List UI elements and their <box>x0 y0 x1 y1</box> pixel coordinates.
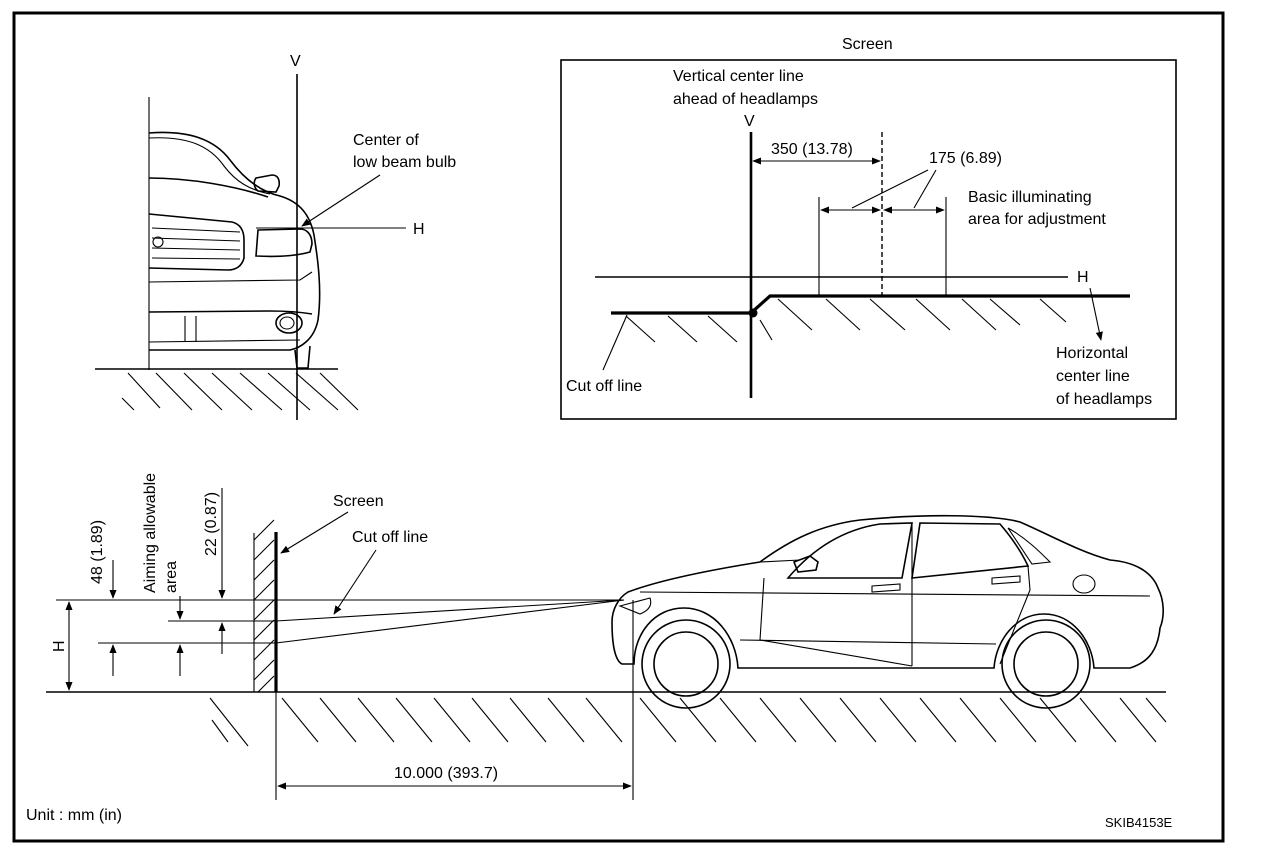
screen-cutoff-line <box>611 294 1130 315</box>
side-view: Screen Cut off line H 48 (1.89) Aiming a… <box>46 473 1167 800</box>
vcl-label-2: ahead of headlamps <box>673 91 818 108</box>
side-h-label: H <box>51 640 68 652</box>
basic-area-label-2: area for adjustment <box>968 211 1106 228</box>
bulb-label-1: Center of <box>353 132 419 149</box>
dim-175-label: 175 (6.89) <box>929 150 1002 167</box>
hcl-label-3: of headlamps <box>1056 391 1152 408</box>
bulb-label-2: low beam bulb <box>353 154 456 171</box>
side-cutoff-label: Cut off line <box>352 529 428 546</box>
side-cutoff-leader <box>333 549 377 615</box>
front-car-outline <box>148 131 321 351</box>
dim-350-label: 350 (13.78) <box>771 141 853 158</box>
screen-h-label: H <box>1077 269 1089 286</box>
hcl-label-2: center line <box>1056 368 1130 385</box>
bulb-leader <box>301 174 381 227</box>
basic-area-label-1: Basic illuminating <box>968 189 1092 206</box>
aiming-label-2: area <box>163 561 180 593</box>
outer-frame <box>12 11 1225 843</box>
front-wheel <box>641 619 731 709</box>
screen-panel: Screen Vertical center line ahead of hea… <box>560 36 1177 420</box>
dim-22-label: 22 (0.87) <box>203 492 220 556</box>
distance-label: 10.000 (393.7) <box>394 765 498 782</box>
hcl-leader <box>1089 287 1103 341</box>
vcl-label-1: Vertical center line <box>673 68 804 85</box>
aiming-label-1: Aiming allowable <box>142 473 159 593</box>
screen-v-label: V <box>744 113 755 130</box>
rear-wheel <box>1001 619 1091 709</box>
screen-cutoff-label: Cut off line <box>566 378 642 395</box>
side-car-body <box>611 514 1164 669</box>
hcl-label-1: Horizontal <box>1056 345 1128 362</box>
screen-center-point <box>748 308 758 318</box>
screen-panel-title: Screen <box>842 36 893 53</box>
headlamp <box>255 228 313 258</box>
dim-48-label: 48 (1.89) <box>89 520 106 584</box>
side-mirror <box>253 174 281 193</box>
front-v-label: V <box>290 53 301 70</box>
figure-code: SKIB4153E <box>1105 815 1173 830</box>
fog-lamp <box>275 312 303 334</box>
screen-cutoff-leader <box>602 314 628 371</box>
side-screen-label: Screen <box>333 493 384 510</box>
screen-panel-box <box>560 59 1177 420</box>
front-h-label: H <box>413 221 425 238</box>
front-grille <box>148 213 245 271</box>
side-car <box>611 514 1164 709</box>
unit-label: Unit : mm (in) <box>26 807 122 824</box>
front-view: V H Center of low beam bulb <box>95 53 456 420</box>
side-screen-leader <box>280 511 349 554</box>
